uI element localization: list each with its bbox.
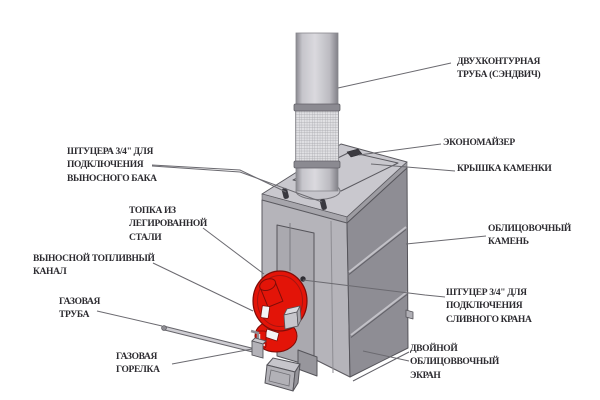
label-line: СТАЛИ: [129, 232, 162, 243]
label-line: КРЫШКА КАМЕНКИ: [457, 164, 552, 174]
label-chimney: ДВУХКОНТУРНАЯ ТРУБА (СЭНДВИЧ): [457, 56, 541, 83]
leader-gas-pipe: [96, 310, 163, 327]
base-edge: [352, 351, 410, 382]
label-line: ШТУЦЕР 3/4" ДЛЯ: [446, 288, 527, 298]
gas-pipe-tube: [163, 326, 255, 352]
gas-burner-box: [251, 340, 264, 359]
side-groove-1-light: [348, 226, 407, 273]
label-line: ПОДКЛЮЧЕНИЯ: [67, 160, 144, 171]
label-line: СЛИВНОГО КРАНА: [446, 314, 532, 325]
leader-gas-burner: [171, 348, 253, 365]
tray-inner-line: [268, 369, 291, 387]
label-line: ОБЛИЦОВВОЧНЫЙ: [410, 357, 499, 368]
leader-chimney: [337, 62, 452, 89]
label-drain-fitting: ШТУЦЕР 3/4" ДЛЯ ПОДКЛЮЧЕНИЯ СЛИВНОГО КРА…: [446, 287, 532, 327]
label-line: ЛЕГИРОВАННОЙ: [129, 219, 207, 230]
label-line: ЭКОНОМАЙЗЕР: [443, 138, 515, 148]
label-economizer: ЭКОНОМАЙЗЕР: [443, 137, 515, 150]
side-groove-2-light: [350, 291, 408, 336]
label-line: ДВОЙНОЙ: [410, 344, 458, 354]
gas-pipe-end: [161, 325, 167, 331]
leader-tank-fitting-1: [151, 164, 287, 193]
leader-firebox: [202, 227, 265, 275]
leader-economizer: [358, 143, 442, 156]
label-line: КАМЕНЬ: [488, 237, 529, 248]
junction-box-front: [283, 311, 299, 330]
label-line: ТРУБА: [59, 310, 90, 321]
label-tank-fittings: ШТУЦЕРА 3/4" ДЛЯ ПОДКЛЮЧЕНИЯ ВЫНОСНОГО Б…: [67, 146, 157, 186]
fire-door-hub-cap: [259, 278, 277, 292]
leader-stove-lid: [370, 163, 456, 172]
pipe-band-upper: [293, 103, 341, 112]
junction-box-side: [296, 305, 302, 327]
leader-double-screen: [362, 350, 410, 362]
side-groove-2-dark: [350, 294, 408, 338]
label-line: ДВУХКОНТУРНАЯ: [457, 57, 541, 67]
label-double-screen: ДВОЙНОЙ ОБЛИЦОВВОЧНЫЙ ЭКРАН: [410, 343, 499, 383]
label-stove-lid: КРЫШКА КАМЕНКИ: [457, 163, 552, 176]
drain-fitting-dot: [300, 276, 306, 282]
label-line: ШТУЦЕРА 3/4" ДЛЯ: [67, 147, 153, 157]
tray-side: [292, 363, 301, 392]
label-line: ТРУБА (СЭНДВИЧ): [457, 70, 541, 81]
stove-side-face: [346, 167, 409, 378]
side-groove-1-dark: [348, 229, 407, 275]
label-line: ТОПКА ИЗ: [129, 206, 176, 216]
side-tab: [405, 309, 414, 320]
front-seam: [330, 220, 334, 374]
fire-door-window: [260, 305, 271, 319]
fire-door-hub: [259, 278, 284, 308]
leader-drain-fitting: [302, 279, 446, 298]
label-line: ПОДКЛЮЧЕНИЯ: [446, 301, 523, 312]
label-fuel-channel: ВЫНОСНОЙ ТОПЛИВНЫЙ КАНАЛ: [33, 253, 155, 280]
label-line: ГОРЕЛКА: [116, 365, 160, 376]
label-line: ЭКРАН: [410, 370, 441, 381]
label-line: ОБЛИЦОВОЧНЫЙ: [488, 224, 571, 234]
pipe-band-lower: [293, 160, 341, 169]
label-line: ГАЗОВАЯ: [59, 297, 101, 307]
fuel-channel-bottom: [297, 349, 318, 377]
label-facing-stone: ОБЛИЦОВОЧНЫЙ КАМЕНЬ: [488, 223, 571, 250]
leader-tank-fitting-2: [151, 165, 323, 203]
leader-fuel-channel: [152, 262, 254, 312]
label-gas-burner: ГАЗОВАЯ ГОРЕЛКА: [116, 351, 160, 378]
leader-facing-stone: [405, 235, 487, 245]
label-line: ГАЗОВАЯ: [116, 352, 158, 362]
economizer-handle: [346, 148, 363, 158]
label-gas-pipe: ГАЗОВАЯ ТРУБА: [59, 296, 100, 323]
label-firebox: ТОПКА ИЗ ЛЕГИРОВАННОЙ СТАЛИ: [129, 205, 207, 245]
label-line: ВЫНОСНОГО БАКА: [67, 173, 157, 184]
leader-lines: [96, 62, 487, 365]
label-line: ВЫНОСНОЙ ТОПЛИВНЫЙ: [33, 254, 155, 264]
pipe-mesh-section: [295, 109, 339, 164]
label-line: КАНАЛ: [33, 267, 67, 278]
fire-door-rim: [257, 275, 303, 327]
burner-elbow: [250, 329, 260, 341]
